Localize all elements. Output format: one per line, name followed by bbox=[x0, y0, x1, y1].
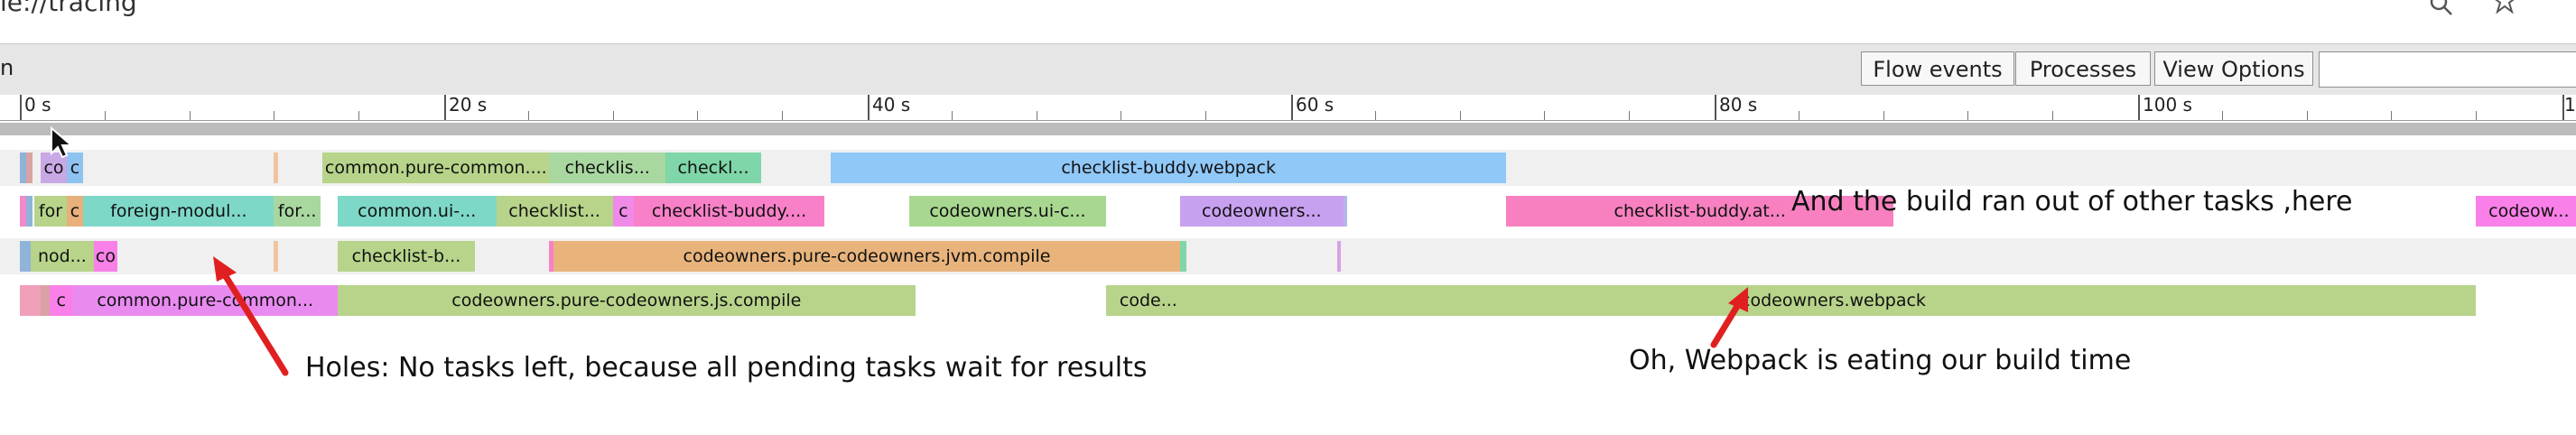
minor-tick bbox=[782, 111, 784, 120]
address-bar[interactable]: le://tracing bbox=[0, 0, 2576, 43]
trace-slice[interactable]: codeowners... bbox=[1180, 196, 1344, 227]
tick-label-80s: 80 s bbox=[1719, 94, 1758, 116]
trace-slice[interactable] bbox=[20, 285, 42, 316]
star-icon[interactable] bbox=[2492, 0, 2517, 20]
trace-slice[interactable]: c bbox=[66, 153, 84, 183]
trace-slice[interactable]: checklist-buddy.at... bbox=[1506, 196, 1894, 227]
trace-slice[interactable] bbox=[274, 153, 279, 183]
processes-button[interactable]: Processes bbox=[2015, 51, 2151, 86]
tick-20s bbox=[444, 95, 446, 120]
time-ruler: 0 s 20 s 40 s 60 s 80 s 100 s 1 bbox=[0, 94, 2576, 121]
minor-tick bbox=[2221, 111, 2223, 120]
trace-slice[interactable]: checklis... bbox=[549, 153, 666, 183]
minor-tick bbox=[358, 111, 360, 120]
trace-slice[interactable]: codeow... bbox=[2476, 196, 2576, 227]
trace-slice[interactable] bbox=[274, 241, 279, 272]
trace-slice[interactable] bbox=[41, 285, 50, 316]
trace-slice[interactable]: codeowners.pure-codeowners.jvm.compile bbox=[553, 241, 1181, 272]
tracing-toolbar: n Flow events Processes View Options bbox=[0, 43, 2576, 96]
url-text[interactable]: le://tracing bbox=[0, 0, 137, 17]
tick-label-120s: 1 bbox=[2564, 94, 2576, 116]
trace-slice[interactable]: common.ui-... bbox=[337, 196, 497, 227]
tick-label-100s: 100 s bbox=[2143, 94, 2192, 116]
trace-slice[interactable] bbox=[549, 241, 553, 272]
flow-events-button[interactable]: Flow events bbox=[1861, 51, 2014, 86]
tick-0s bbox=[20, 95, 22, 120]
trace-slice[interactable]: c bbox=[66, 196, 84, 227]
trace-slice[interactable]: code... bbox=[1105, 285, 1191, 316]
minor-tick bbox=[1205, 111, 1207, 120]
process-band bbox=[0, 123, 2576, 135]
minor-tick bbox=[1629, 111, 1631, 120]
search-input[interactable] bbox=[2319, 51, 2576, 88]
minor-tick bbox=[527, 111, 529, 120]
minor-tick bbox=[2476, 111, 2478, 120]
minor-tick bbox=[2306, 111, 2308, 120]
trace-slice[interactable]: common.pure-common.... bbox=[322, 153, 550, 183]
minor-tick bbox=[1967, 111, 1969, 120]
annotation-webpack: Oh, Webpack is eating our build time bbox=[1629, 345, 2132, 376]
minor-tick bbox=[697, 111, 699, 120]
webpack-arrow-icon bbox=[1710, 287, 1748, 348]
trace-slice[interactable]: common.pure-common... bbox=[72, 285, 338, 316]
minor-tick bbox=[104, 111, 106, 120]
tick-label-20s: 20 s bbox=[449, 94, 488, 116]
annotation-out-of-tasks: And the build ran out of other tasks ,he… bbox=[1791, 186, 2353, 218]
trace-slice[interactable]: c bbox=[612, 196, 635, 227]
minor-tick bbox=[1374, 111, 1376, 120]
minor-tick bbox=[951, 111, 953, 120]
tick-label-60s: 60 s bbox=[1296, 94, 1334, 116]
trace-slice[interactable]: c bbox=[49, 285, 73, 316]
minor-tick bbox=[612, 111, 614, 120]
trace-slice[interactable] bbox=[26, 196, 33, 227]
minor-tick bbox=[2391, 111, 2393, 120]
trace-slice[interactable]: checkl... bbox=[665, 153, 761, 183]
tick-100s bbox=[2138, 95, 2140, 120]
toolbar-label: n bbox=[0, 55, 14, 80]
trace-slice[interactable]: foreign-modul... bbox=[83, 196, 274, 227]
trace-slice[interactable]: nod... bbox=[30, 241, 95, 272]
tick-label-40s: 40 s bbox=[872, 94, 911, 116]
mouse-cursor-icon bbox=[51, 126, 73, 159]
minor-tick bbox=[189, 111, 191, 120]
minor-tick bbox=[1459, 111, 1461, 120]
trace-slice[interactable] bbox=[1343, 196, 1348, 227]
minor-tick bbox=[1883, 111, 1884, 120]
tick-80s bbox=[1715, 95, 1716, 120]
trace-slice[interactable]: for... bbox=[274, 196, 321, 227]
holes-arrow-icon bbox=[213, 256, 289, 376]
trace-slice[interactable] bbox=[26, 153, 33, 183]
trace-slice[interactable]: checklist-b... bbox=[337, 241, 476, 272]
minor-tick bbox=[2052, 111, 2054, 120]
tick-60s bbox=[1291, 95, 1293, 120]
trace-slice[interactable]: codeowners.pure-codeowners.js.compile bbox=[337, 285, 916, 316]
trace-slice[interactable]: for bbox=[34, 196, 67, 227]
tick-120s bbox=[2562, 95, 2564, 120]
minor-tick bbox=[1544, 111, 1546, 120]
trace-slice[interactable] bbox=[20, 153, 27, 183]
trace-slice[interactable]: co bbox=[94, 241, 117, 272]
tick-label-0s: 0 s bbox=[24, 94, 51, 116]
tick-40s bbox=[868, 95, 870, 120]
trace-slice[interactable]: checklist-buddy.webpack bbox=[831, 153, 1507, 183]
trace-slice[interactable] bbox=[1336, 241, 1342, 272]
trace-slice[interactable] bbox=[20, 196, 27, 227]
trace-slice[interactable]: checklist... bbox=[496, 196, 613, 227]
trace-slice[interactable]: checklist-buddy.... bbox=[634, 196, 825, 227]
view-options-button[interactable]: View Options bbox=[2154, 51, 2313, 86]
thread-track: nod...co checklist-b... codeowners.pure-co… bbox=[0, 238, 2576, 274]
trace-slice[interactable] bbox=[20, 241, 31, 272]
trace-slice[interactable] bbox=[1180, 241, 1187, 272]
trace-slice[interactable]: codeowners.webpack bbox=[1190, 285, 2477, 316]
magnifier-icon[interactable] bbox=[2429, 0, 2454, 20]
trace-slice[interactable]: codeowners.ui-c... bbox=[908, 196, 1106, 227]
annotation-holes: Holes: No tasks left, because all pendin… bbox=[305, 352, 1148, 384]
